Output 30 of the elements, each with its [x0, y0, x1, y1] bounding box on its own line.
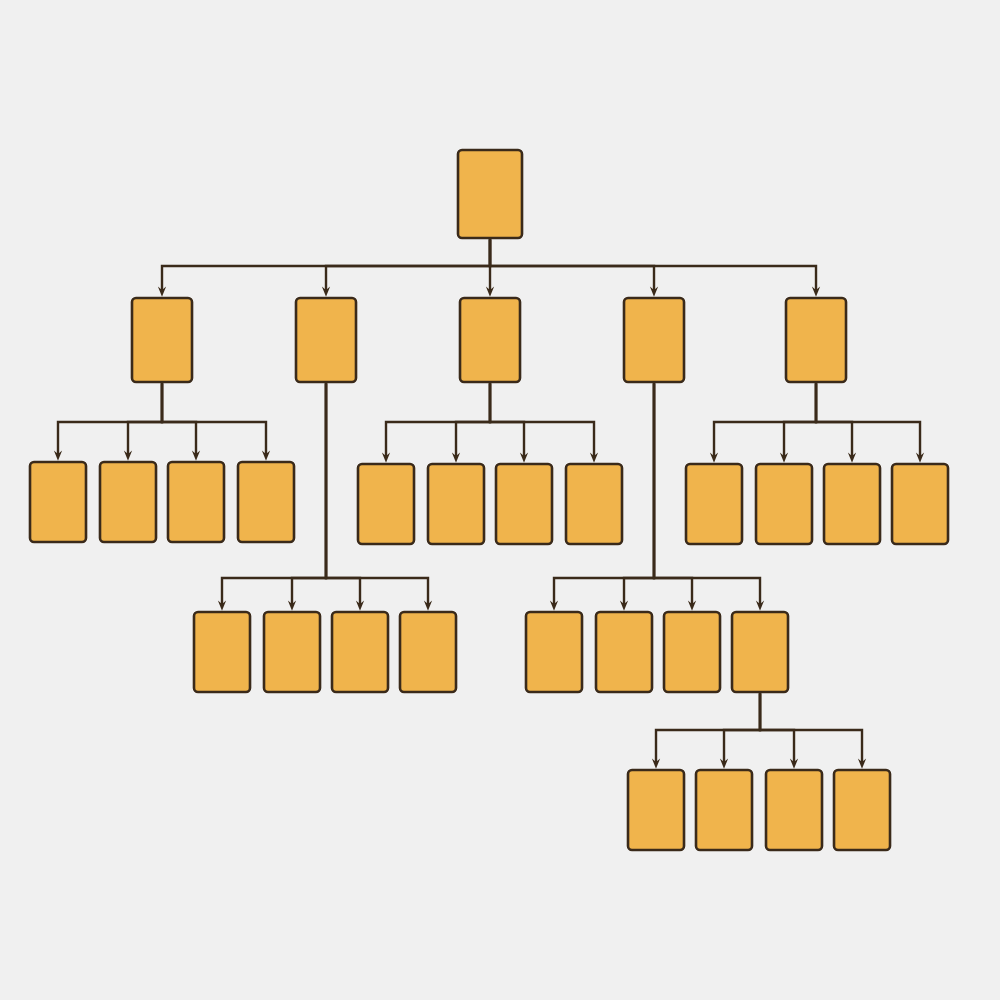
- tree-box: [662, 610, 722, 694]
- tree-box: [754, 462, 814, 546]
- tree-box: [832, 768, 892, 852]
- tree-box: [262, 610, 322, 694]
- tree-box: [784, 296, 848, 384]
- tree-box: [494, 462, 554, 546]
- tree-box: [166, 460, 226, 544]
- tree-box: [98, 460, 158, 544]
- tree-box: [330, 610, 390, 694]
- tree-box: [764, 768, 824, 852]
- tree-box: [192, 610, 252, 694]
- tree-box: [684, 462, 744, 546]
- tree-box: [594, 610, 654, 694]
- tree-box: [458, 296, 522, 384]
- tree-box: [626, 768, 686, 852]
- tree-box: [236, 460, 296, 544]
- tree-box: [294, 296, 358, 384]
- tree-box: [356, 462, 416, 546]
- tree-box: [564, 462, 624, 546]
- tree-box: [822, 462, 882, 546]
- tree-box: [456, 148, 524, 240]
- tree-box: [398, 610, 458, 694]
- tree-box: [694, 768, 754, 852]
- tree-box: [426, 462, 486, 546]
- tree-box: [890, 462, 950, 546]
- tree-box: [622, 296, 686, 384]
- tree-box: [524, 610, 584, 694]
- tree-box: [130, 296, 194, 384]
- tree-box: [28, 460, 88, 544]
- tree-box: [730, 610, 790, 694]
